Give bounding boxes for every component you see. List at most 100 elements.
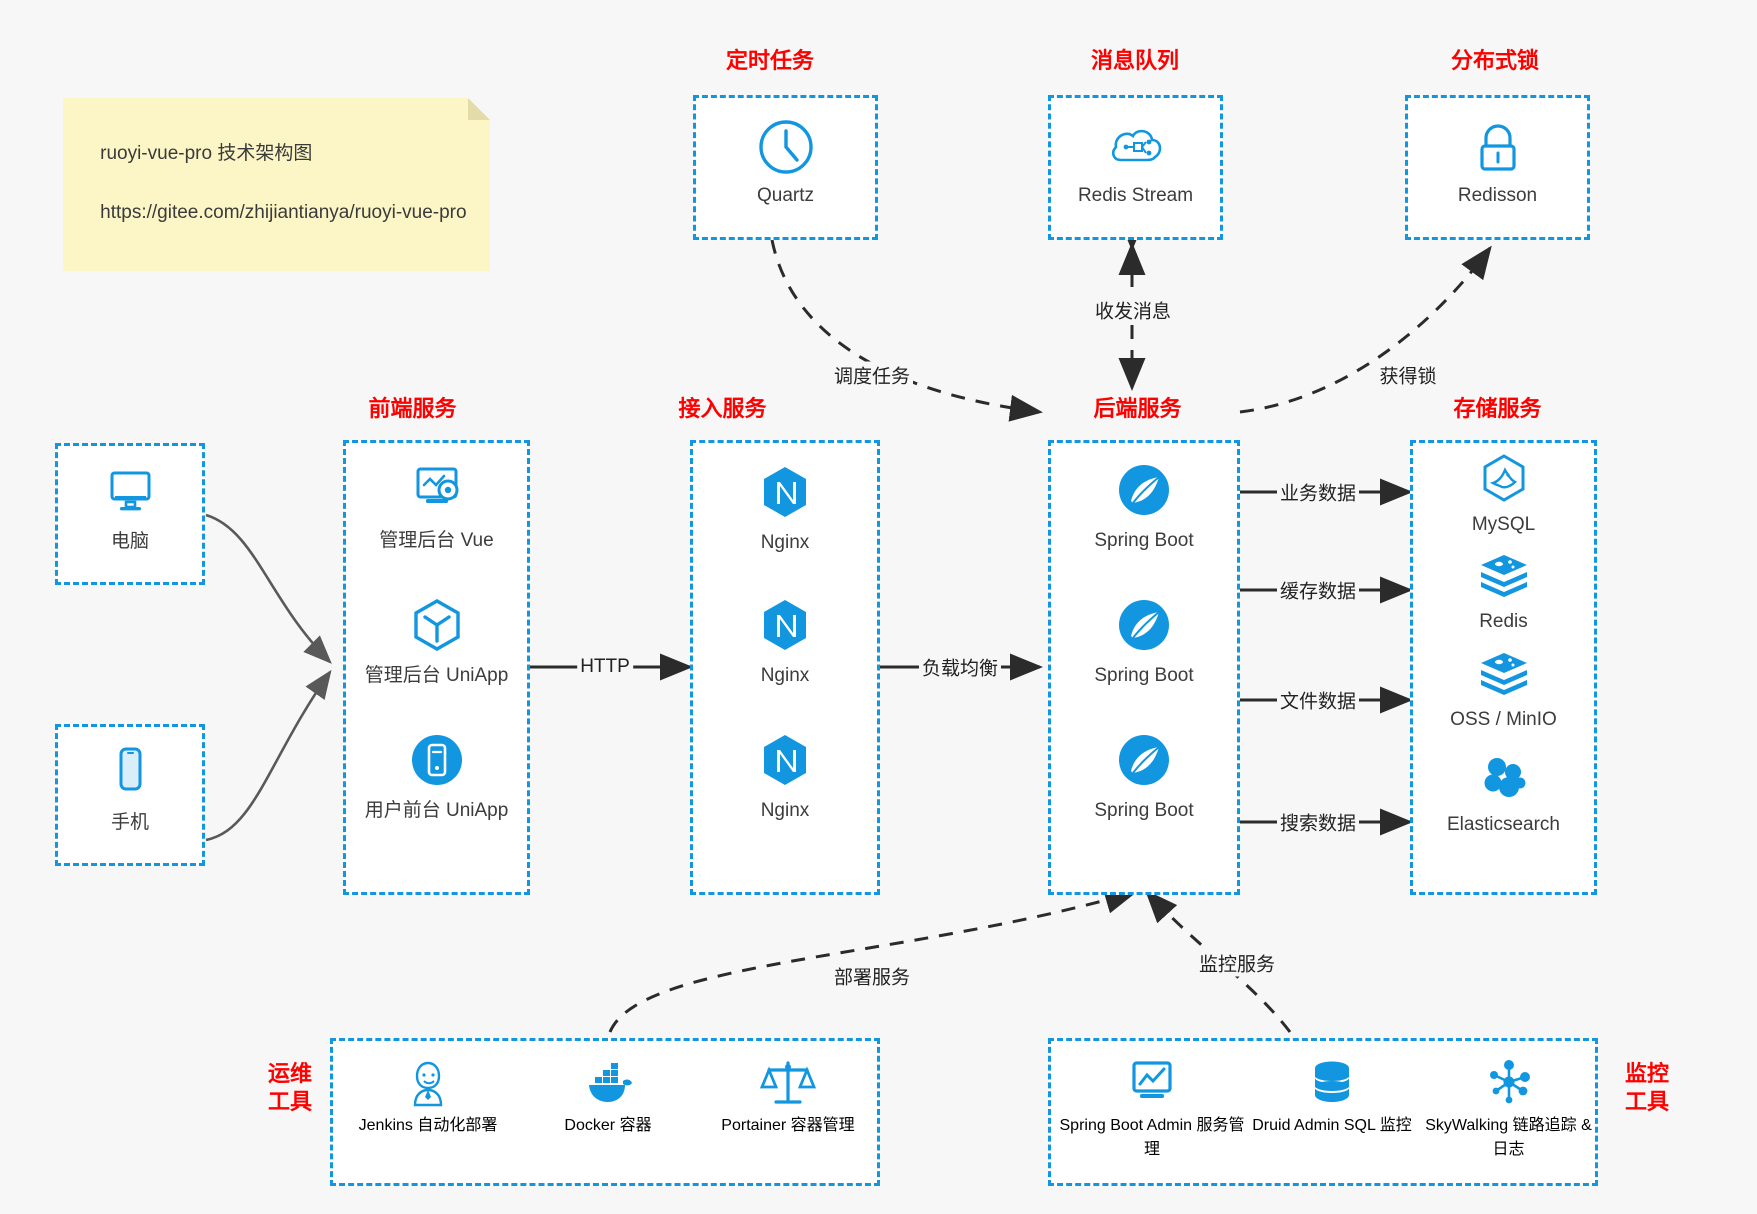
node-label: 用户前台 UniApp bbox=[364, 800, 509, 821]
section-title-scheduler: 定时任务 bbox=[725, 48, 814, 73]
node-label: Nginx bbox=[760, 665, 810, 686]
node-label: Quartz bbox=[756, 185, 815, 206]
elasticsearch-icon bbox=[1413, 753, 1594, 807]
node-docker[interactable]: Docker 容器 bbox=[523, 1055, 693, 1135]
node-jenkins[interactable]: Jenkins 自动化部署 bbox=[343, 1055, 513, 1135]
edge-label-deploy-service: 部署服务 bbox=[830, 962, 914, 990]
clock-icon bbox=[696, 116, 875, 178]
edge-label-message: 收发消息 bbox=[1091, 296, 1175, 324]
node-label: Elasticsearch bbox=[1447, 814, 1560, 835]
backend-box: Spring Boot Spring Boot Spring Boot bbox=[1048, 440, 1240, 895]
section-title-backend: 后端服务 bbox=[1093, 396, 1182, 421]
node-redis[interactable]: Redis bbox=[1413, 550, 1594, 635]
node-admin-uniapp[interactable]: 管理后台 UniApp bbox=[346, 596, 527, 689]
spring-leaf-icon bbox=[1051, 461, 1237, 523]
cube-icon bbox=[346, 596, 527, 658]
section-title-storage: 存储服务 bbox=[1453, 396, 1542, 421]
redis-stack-icon bbox=[1413, 550, 1594, 604]
node-sublabel: 容器管理 bbox=[790, 1117, 855, 1134]
mobile-circle-icon bbox=[346, 731, 527, 793]
section-title-gateway: 接入服务 bbox=[678, 396, 767, 421]
node-sublabel: 自动化部署 bbox=[417, 1117, 498, 1134]
phone-icon bbox=[58, 743, 202, 805]
node-mysql[interactable]: MySQL bbox=[1413, 453, 1594, 538]
mysql-dolphin-icon bbox=[1413, 453, 1594, 507]
node-sublabel: 服务管理 bbox=[1143, 1117, 1245, 1158]
node-label: 管理后台 UniApp bbox=[364, 665, 509, 686]
node-label: Redis Stream bbox=[1077, 185, 1194, 206]
monitor-gear-icon bbox=[346, 461, 527, 523]
cloud-stream-icon bbox=[1051, 116, 1220, 178]
node-druid-admin[interactable]: Druid Admin SQL 监控 bbox=[1247, 1055, 1417, 1135]
node-label: Druid Admin bbox=[1252, 1117, 1340, 1134]
node-label: Spring Boot bbox=[1094, 665, 1194, 686]
note-line-title: ruoyi-vue-pro 技术架构图 bbox=[100, 143, 313, 165]
node-redis-stream[interactable]: Redis Stream bbox=[1051, 116, 1220, 209]
edge-label-cache-data: 缓存数据 bbox=[1276, 576, 1360, 604]
edge-label-file-data: 文件数据 bbox=[1276, 686, 1360, 714]
scales-icon bbox=[703, 1055, 873, 1111]
redis-stack-icon bbox=[1413, 648, 1594, 702]
node-label: SkyWalking bbox=[1425, 1117, 1509, 1134]
node-nginx-3[interactable]: Nginx bbox=[693, 731, 877, 824]
jenkins-butler-icon bbox=[343, 1055, 513, 1111]
node-quartz[interactable]: Quartz bbox=[696, 116, 875, 209]
edge-label-schedule-task: 调度任务 bbox=[830, 361, 914, 389]
node-label: Spring Boot bbox=[1094, 530, 1194, 551]
section-title-monitor: 监控 工具 bbox=[1624, 1061, 1669, 1114]
node-label: Docker bbox=[564, 1117, 616, 1134]
node-label: 电脑 bbox=[110, 531, 149, 552]
node-admin-vue[interactable]: 管理后台 Vue bbox=[346, 461, 527, 554]
database-icon bbox=[1247, 1055, 1417, 1111]
node-springboot-1[interactable]: Spring Boot bbox=[1051, 461, 1237, 554]
node-nginx-1[interactable]: Nginx bbox=[693, 463, 877, 556]
node-label: Spring Boot bbox=[1094, 800, 1194, 821]
nginx-icon bbox=[693, 463, 877, 525]
node-oss-minio[interactable]: OSS / MinIO bbox=[1413, 648, 1594, 733]
edge-label-business-data: 业务数据 bbox=[1276, 478, 1360, 506]
section-title-devops: 运维 工具 bbox=[267, 1061, 312, 1114]
node-label: 管理后台 Vue bbox=[379, 530, 494, 551]
node-label: Redisson bbox=[1457, 185, 1538, 206]
node-label: OSS / MinIO bbox=[1450, 709, 1557, 730]
node-sublabel: 容器 bbox=[619, 1117, 652, 1134]
monitor-box: Spring Boot Admin 服务管理 Druid Admin SQL 监… bbox=[1048, 1038, 1598, 1186]
node-springboot-3[interactable]: Spring Boot bbox=[1051, 731, 1237, 824]
node-label: Jenkins bbox=[358, 1117, 413, 1134]
edge-label-monitor-service: 监控服务 bbox=[1195, 949, 1279, 977]
node-desktop[interactable]: 电脑 bbox=[58, 462, 202, 555]
client-phone-box: 手机 bbox=[55, 724, 205, 866]
node-label: Nginx bbox=[760, 532, 810, 553]
edge-label-search-data: 搜索数据 bbox=[1276, 808, 1360, 836]
monitor-chart-icon bbox=[1057, 1055, 1247, 1111]
node-skywalking[interactable]: SkyWalking 链路追踪 & 日志 bbox=[1421, 1055, 1596, 1159]
node-label: 手机 bbox=[110, 812, 149, 833]
nginx-icon bbox=[693, 731, 877, 793]
lock-box: Redisson bbox=[1405, 95, 1590, 240]
node-spring-boot-admin[interactable]: Spring Boot Admin 服务管理 bbox=[1057, 1055, 1247, 1159]
node-label: Portainer bbox=[721, 1117, 787, 1134]
node-label: MySQL bbox=[1471, 514, 1536, 535]
gateway-box: Nginx Nginx Nginx bbox=[690, 440, 880, 895]
node-portainer[interactable]: Portainer 容器管理 bbox=[703, 1055, 873, 1135]
edge-label-acquire-lock: 获得锁 bbox=[1376, 361, 1440, 389]
node-phone[interactable]: 手机 bbox=[58, 743, 202, 836]
node-label: Spring Boot Admin bbox=[1059, 1117, 1193, 1134]
section-title-frontend: 前端服务 bbox=[368, 396, 457, 421]
node-springboot-2[interactable]: Spring Boot bbox=[1051, 596, 1237, 689]
diagram-note: ruoyi-vue-pro 技术架构图 https://gitee.com/zh… bbox=[63, 98, 490, 272]
node-user-uniapp[interactable]: 用户前台 UniApp bbox=[346, 731, 527, 824]
edge-label-http: HTTP bbox=[577, 656, 633, 678]
client-desktop-box: 电脑 bbox=[55, 443, 205, 585]
node-elasticsearch[interactable]: Elasticsearch bbox=[1413, 753, 1594, 838]
node-nginx-2[interactable]: Nginx bbox=[693, 596, 877, 689]
node-redisson[interactable]: Redisson bbox=[1408, 116, 1587, 209]
edge-label-load-balance: 负载均衡 bbox=[918, 653, 1002, 681]
storage-box: MySQL Redis bbox=[1410, 440, 1597, 895]
spring-leaf-icon bbox=[1051, 731, 1237, 793]
devops-box: Jenkins 自动化部署 Docker 容器 bbox=[330, 1038, 880, 1186]
node-sublabel: 链路追踪 & 日志 bbox=[1492, 1117, 1592, 1158]
mq-box: Redis Stream bbox=[1048, 95, 1223, 240]
frontend-box: 管理后台 Vue 管理后台 UniApp 用户前台 UniApp bbox=[343, 440, 530, 895]
node-label: Redis bbox=[1479, 611, 1528, 632]
